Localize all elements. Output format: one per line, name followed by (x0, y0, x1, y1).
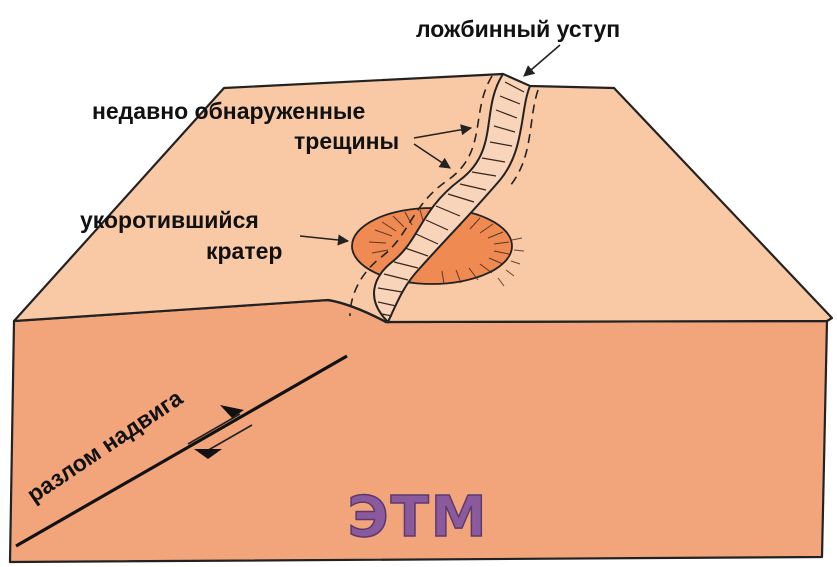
fracture-line-right (509, 89, 539, 187)
label-shortened-crater-line2: кратер (206, 238, 283, 264)
fault-motion-arrows (187, 405, 253, 459)
scarp-front-step (327, 298, 387, 323)
label-shortened-crater-line1: укоротившийся (80, 207, 259, 233)
fractures-pointer-arrow-2 (413, 143, 451, 169)
label-recent-fractures-line1: недавно обнаруженные (92, 98, 366, 124)
crater-pointer-arrow (299, 234, 350, 246)
scarp-pointer-arrow (523, 44, 561, 77)
fracture-line-left (349, 75, 493, 317)
fractures-pointer-arrow-1 (413, 124, 473, 139)
etm-logo: ЭТМ (347, 484, 488, 551)
thrust-fault-line (15, 354, 348, 548)
scarp-hachures (377, 81, 525, 317)
logo-text: ЭТМ (347, 485, 488, 550)
label-recent-fractures-line2: трещины (294, 128, 400, 154)
label-lobate-scarp: ложбинный уступ (416, 16, 621, 42)
crater-rim-hachures (368, 209, 525, 287)
scarp-band (373, 72, 532, 324)
